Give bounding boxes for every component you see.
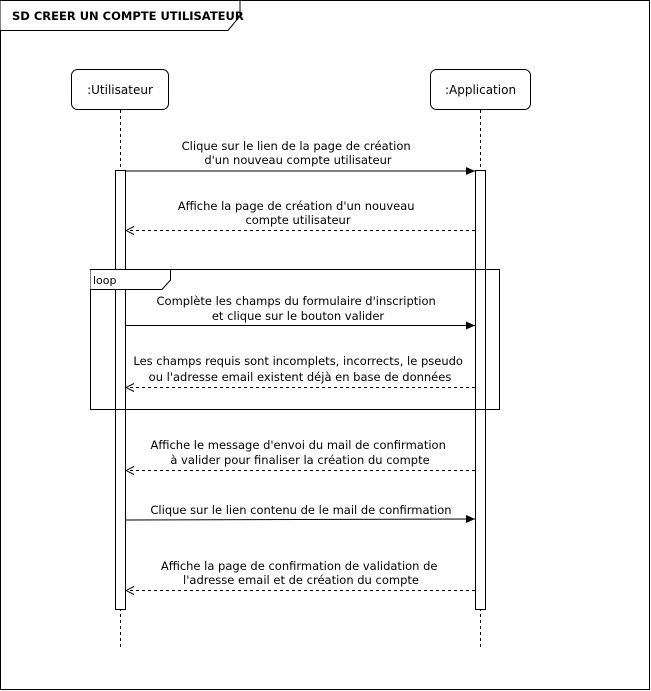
message-label-line: Affiche la page de création d'un nouveau	[178, 199, 415, 213]
participant-box	[430, 69, 531, 110]
message-label-line: à valider pour finaliser la création du …	[170, 453, 429, 467]
message-label-line: Affiche la page de confirmation de valid…	[161, 559, 438, 573]
participant-application: :Application	[430, 69, 531, 110]
message-label-line: Clique sur le lien contenu de le mail de…	[150, 503, 451, 517]
message-label-line: Complète les champs du formulaire d'insc…	[157, 294, 436, 308]
message-label: Clique sur le lien contenu de le mail de…	[150, 503, 451, 517]
participant-label: :Application	[445, 83, 516, 97]
message-label-line: Affiche le message d'envoi du mail de co…	[150, 438, 445, 452]
message-label-line: Clique sur le lien de la page de créatio…	[182, 139, 411, 153]
message-label-line: compte utilisateur	[245, 213, 350, 227]
loop-fragment: loop	[90, 269, 500, 410]
frame-title-tab	[0, 0, 241, 31]
message-label: Complète les champs du formulaire d'insc…	[157, 294, 440, 323]
activation-bar-application	[475, 170, 486, 610]
participant-utilisateur: :Utilisateur	[71, 69, 169, 110]
activation-bar-utilisateur	[115, 170, 126, 610]
message-7: Affiche la page de confirmation de valid…	[126, 559, 475, 591]
loop-label: loop	[93, 274, 117, 287]
message-2: Affiche la page de création d'un nouveau…	[126, 199, 475, 231]
message-4: Les champs requis sont incomplets, incor…	[126, 354, 475, 388]
message-5: Affiche le message d'envoi du mail de co…	[126, 438, 475, 471]
message-1: Clique sur le lien de la page de créatio…	[126, 139, 475, 175]
message-3: Complète les champs du formulaire d'insc…	[126, 294, 475, 330]
message-label-line: et clique sur le bouton valider	[212, 309, 385, 323]
participant-box	[71, 69, 169, 110]
message-label: Affiche la page de confirmation de valid…	[161, 559, 441, 587]
message-label-line: Les champs requis sont incomplets, incor…	[133, 354, 463, 368]
participant-label: :Utilisateur	[87, 83, 153, 97]
loop-label-tab	[90, 269, 171, 290]
message-label-line: d'un nouveau compte utilisateur	[204, 153, 392, 167]
message-label: Affiche le message d'envoi du mail de co…	[150, 438, 449, 467]
message-6: Clique sur le lien contenu de le mail de…	[125, 503, 476, 524]
message-label-line: ou l'adresse email existent déjà en base…	[149, 370, 452, 384]
frame-title: SD CREER UN COMPTE UTILISATEUR	[12, 9, 244, 23]
message-label: Affiche la page de création d'un nouveau…	[178, 199, 418, 227]
loop-frame	[90, 269, 500, 410]
message-label: Les champs requis sont incomplets, incor…	[133, 354, 466, 384]
message-label: Clique sur le lien de la page de créatio…	[182, 139, 415, 167]
message-arrow	[125, 515, 476, 524]
message-label-line: l'adresse email et de création du compte	[183, 573, 419, 587]
